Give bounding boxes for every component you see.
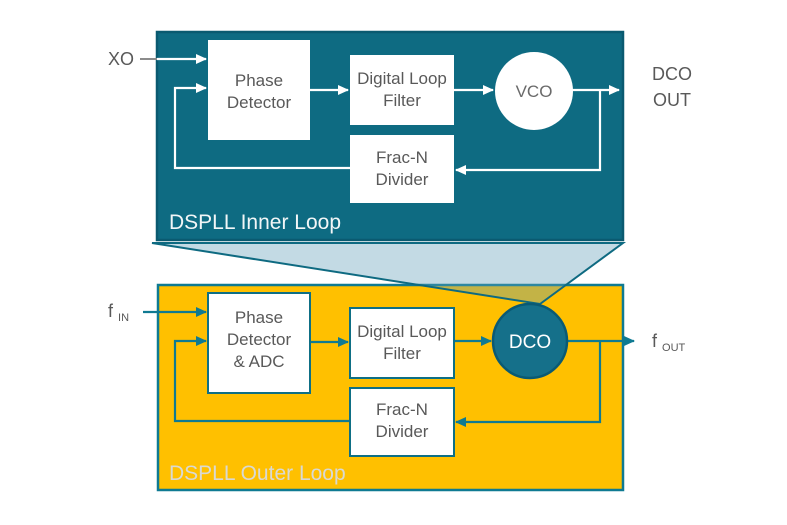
- inner-feedback-to-phase-detector-arrow: [173, 83, 350, 170]
- outer-phase-detector-adc-block: [207, 292, 311, 394]
- outer-feedback-to-phase-detector-arrow: [173, 336, 350, 423]
- outer-frac-n-divider-label: Divider: [376, 422, 429, 441]
- vco-label: VCO: [516, 82, 553, 101]
- vco-circle: [495, 52, 573, 130]
- inner-loop-label: DSPLL Inner Loop: [169, 211, 341, 234]
- inner-feedback-to-divider-arrow: [455, 90, 602, 175]
- fout-label-sub: OUT: [662, 342, 686, 354]
- outer-phase-detector-adc-label: Phase: [235, 308, 283, 327]
- inner-frac-n-divider-block: [350, 135, 454, 203]
- outer-feedback-to-divider-arrow: [455, 341, 602, 427]
- outer-phase-detector-adc-label: & ADC: [233, 352, 284, 371]
- inner-phase-detector-label: Detector: [227, 93, 292, 112]
- fout-label: f OUT: [652, 331, 686, 354]
- outer-digital-loop-filter-block: [349, 307, 455, 379]
- inner-frac-n-divider-label: Divider: [376, 170, 429, 189]
- inner-digital-loop-filter-label: Digital Loop: [357, 69, 447, 88]
- inner-phase-detector-block: [208, 40, 310, 140]
- dco-label: DCO: [509, 332, 551, 353]
- dco-out-label: OUT: [653, 90, 691, 110]
- inner-digital-loop-filter-label: Filter: [383, 91, 421, 110]
- inner-digital-loop-filter-block: [350, 55, 454, 125]
- fin-label-base: f: [108, 301, 114, 321]
- zoom-funnel-shape: [151, 242, 627, 306]
- fin-label: f IN: [108, 301, 129, 324]
- outer-loop-label: DSPLL Outer Loop: [169, 462, 346, 485]
- fin-label-sub: IN: [118, 312, 129, 324]
- inner-phase-detector-label: Phase: [235, 71, 283, 90]
- outer-frac-n-divider-label: Frac-N: [376, 400, 428, 419]
- inner-frac-n-divider-label: Frac-N: [376, 148, 428, 167]
- fout-label-base: f: [652, 331, 658, 351]
- outer-digital-loop-filter-label: Filter: [383, 344, 421, 363]
- outer-phase-detector-adc-label: Detector: [227, 330, 292, 349]
- dco-circle: [491, 302, 569, 380]
- xo-label: XO: [108, 49, 134, 69]
- outer-frac-n-divider-block: [349, 387, 455, 457]
- outer-digital-loop-filter-label: Digital Loop: [357, 322, 447, 341]
- dco-out-label: DCO: [652, 64, 692, 84]
